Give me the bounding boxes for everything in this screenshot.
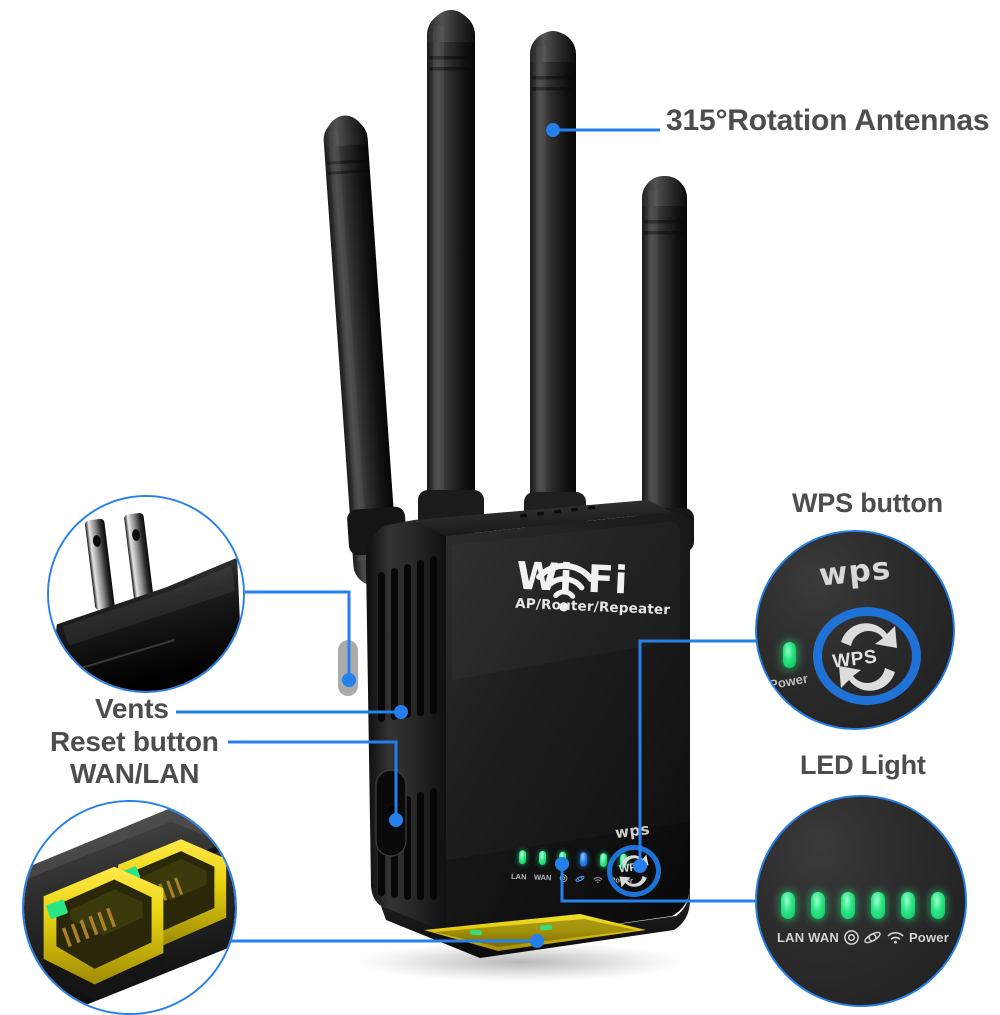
callout-line-wps bbox=[633, 639, 757, 873]
magnifier-led-light: LAN WAN Power bbox=[755, 795, 967, 1007]
wifi-arcs-icon bbox=[536, 562, 595, 612]
port-led-right bbox=[540, 924, 553, 931]
callout-label-antennas: 315°Rotation Antennas bbox=[666, 104, 990, 137]
led-indicator-power bbox=[931, 892, 945, 919]
device-top-vents bbox=[520, 505, 596, 518]
led-label-satellite-icon bbox=[863, 929, 882, 946]
callout-label-reset-button: Reset button bbox=[50, 726, 219, 757]
callout-line-plug bbox=[245, 590, 356, 687]
wps-magnifier-power-led bbox=[783, 642, 796, 668]
plug-illustration bbox=[49, 497, 243, 691]
led-magnifier-led-row bbox=[781, 892, 945, 919]
wps-magnifier-word: wps bbox=[817, 550, 893, 594]
rj45-port-left bbox=[43, 866, 164, 985]
ethernet-ports-illustration bbox=[24, 802, 235, 1013]
led-label-power: Power bbox=[908, 930, 949, 945]
antenna-center-right bbox=[530, 31, 576, 552]
callout-label-wan-lan: WAN/LAN bbox=[70, 758, 200, 789]
callout-label-led-light: LED Light bbox=[800, 750, 926, 780]
device-led-label-satellite-icon bbox=[575, 874, 585, 883]
led-magnifier-label-row: LAN WAN Power bbox=[777, 929, 949, 946]
callout-label-wps-button: WPS button bbox=[792, 488, 943, 518]
wps-rotation-arrows-icon bbox=[839, 623, 897, 691]
magnifier-wanlan-ports bbox=[22, 800, 237, 1015]
led-label-lan: LAN bbox=[777, 930, 805, 945]
product-shadow bbox=[355, 942, 685, 982]
device-led-label-wifi-icon bbox=[593, 875, 603, 883]
callout-line-reset bbox=[228, 740, 403, 827]
led-indicator-lan bbox=[781, 892, 795, 919]
led-indicator-satellite bbox=[871, 892, 885, 919]
antenna-left bbox=[323, 115, 398, 586]
led-indicator-wan bbox=[811, 892, 825, 919]
led-label-wps-icon bbox=[843, 929, 860, 946]
callout-label-vents: Vents bbox=[95, 693, 169, 724]
led-indicator-wifi bbox=[901, 892, 915, 919]
device-front-face bbox=[446, 511, 690, 945]
port-led-left bbox=[469, 929, 482, 936]
device-top bbox=[414, 500, 672, 536]
antenna-center-left bbox=[427, 10, 475, 557]
callout-line-antennas bbox=[546, 123, 660, 137]
antenna-right bbox=[642, 176, 687, 568]
led-indicator-wps bbox=[841, 892, 855, 919]
wps-magnifier-ring[interactable] bbox=[813, 607, 921, 705]
magnifier-wps-button: wps WPS Power bbox=[755, 530, 955, 730]
magnifier-plug bbox=[47, 495, 245, 693]
callout-line-wanlan bbox=[231, 934, 544, 948]
led-label-wan: WAN bbox=[808, 930, 839, 945]
callout-line-led bbox=[555, 857, 757, 903]
callout-line-vents bbox=[176, 705, 408, 719]
led-label-wifi-icon bbox=[886, 930, 905, 945]
